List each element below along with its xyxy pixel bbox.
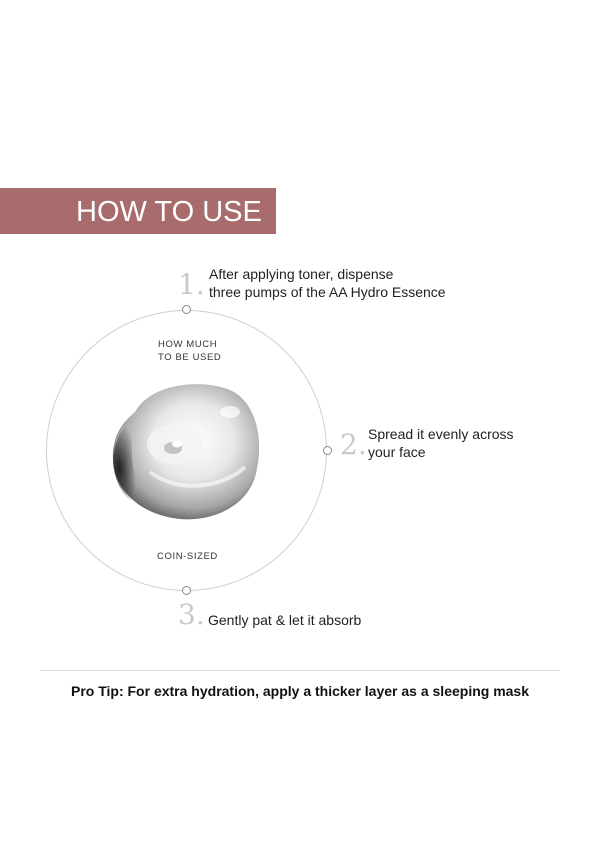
step-1-text: After applying toner, dispense three pum…	[209, 265, 446, 301]
amount-heading-line-2: TO BE USED	[158, 352, 222, 363]
step-2-text: Spread it evenly across your face	[368, 425, 514, 461]
amount-heading: HOW MUCH TO BE USED	[158, 338, 221, 364]
step-3-number: 3.	[178, 598, 205, 631]
pro-tip: Pro Tip: For extra hydration, apply a th…	[70, 683, 530, 699]
divider	[40, 670, 560, 671]
amount-value: COIN-SIZED	[157, 551, 218, 562]
step-1-line-2: three pumps of the AA Hydro Essence	[209, 284, 446, 300]
amount-heading-line-1: HOW MUCH	[158, 339, 218, 350]
step-1-number: 1.	[178, 268, 205, 301]
step-3-text: Gently pat & let it absorb	[208, 612, 362, 628]
step-2-marker	[323, 446, 332, 455]
step-1-marker	[182, 305, 191, 314]
step-1-line-1: After applying toner, dispense	[209, 266, 394, 282]
step-2-line-2: your face	[368, 444, 426, 460]
step-2-number: 2.	[340, 428, 367, 461]
product-swatch-image	[112, 384, 260, 520]
step-3-marker	[182, 586, 191, 595]
step-2-line-1: Spread it evenly across	[368, 426, 514, 442]
how-to-use-banner: HOW TO USE	[0, 188, 276, 234]
banner-title: HOW TO USE	[76, 196, 262, 228]
